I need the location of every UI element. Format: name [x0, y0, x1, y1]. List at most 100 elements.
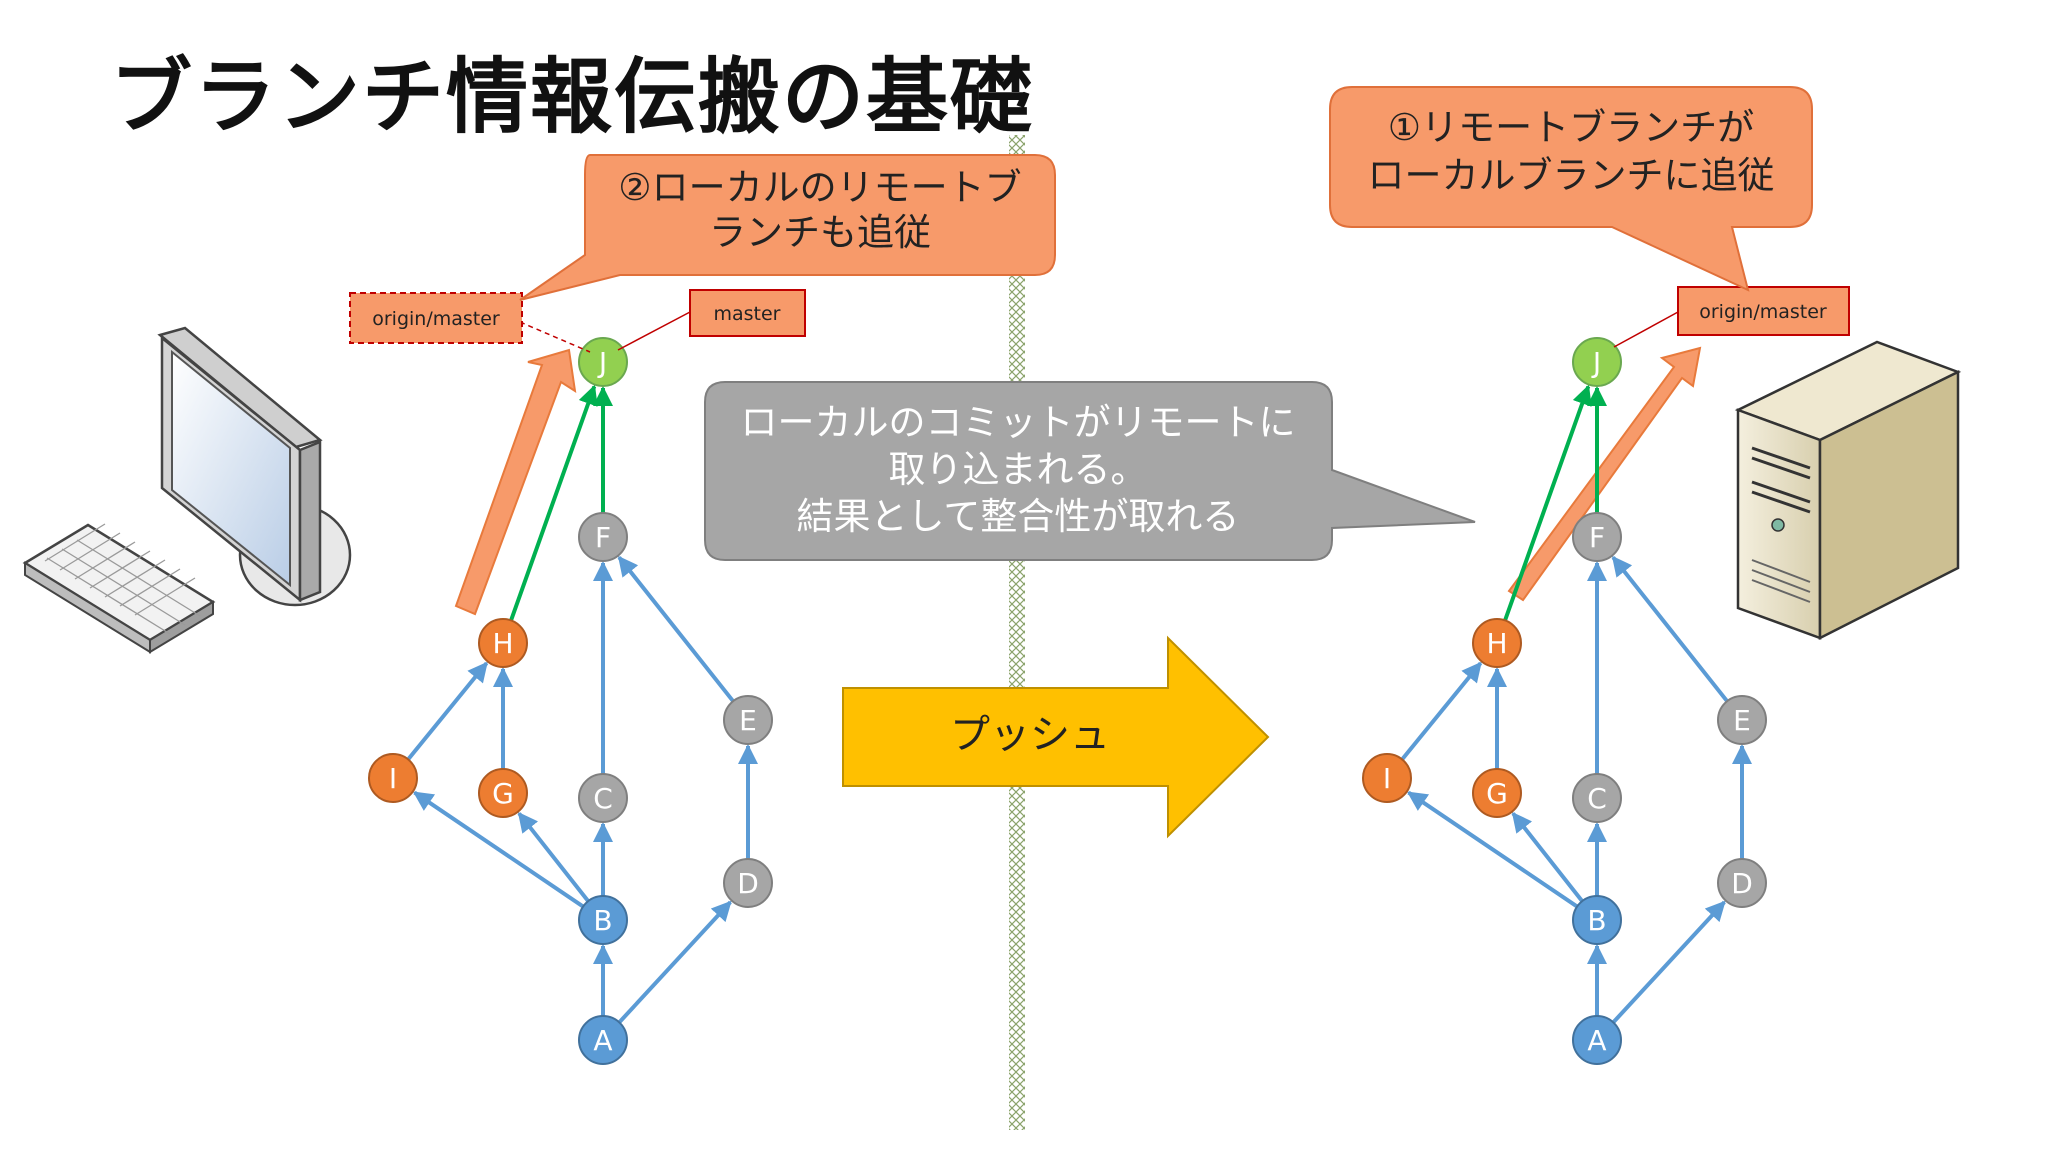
- local-commit-j-circle: [578, 337, 628, 387]
- desktop-computer-icon: [22, 326, 352, 654]
- result-line-3: 結果として整合性が取れる: [797, 495, 1240, 538]
- remote-origin-master-connector: [1613, 311, 1679, 348]
- local-follow-callout: ②ローカルのリモートブ ランチも追従: [519, 154, 1056, 301]
- remote-commit-j-label: J: [1591, 346, 1601, 379]
- local-commit-g: G: [478, 768, 528, 818]
- local-origin-master-connector: [519, 321, 591, 353]
- remote-commit-d: D: [1717, 858, 1767, 908]
- local-commit-f: F: [578, 512, 628, 562]
- local-commit-j-label: J: [597, 346, 607, 379]
- remote-edge-e-to-f: [1611, 555, 1729, 703]
- remote-origin-master-text: origin/master: [1699, 301, 1827, 323]
- remote-follow-callout: ①リモートブランチが ローカルブランチに追従: [1329, 86, 1813, 292]
- remote-commit-a: A: [1572, 1015, 1622, 1065]
- local-commit-c: C: [578, 773, 628, 823]
- local-commit-f-label: F: [595, 521, 611, 554]
- remote-commit-b: B: [1572, 895, 1622, 945]
- remote-origin-follow-arrow: [1507, 346, 1702, 602]
- remote-origin-master-label: [1677, 286, 1850, 336]
- local-commit-d-circle: [723, 858, 773, 908]
- remote-commit-h-label: H: [1486, 627, 1507, 660]
- local-edge-a-to-d: [617, 900, 732, 1024]
- remote-commit-j-circle: [1572, 337, 1622, 387]
- remote-commit-a-label: A: [1587, 1024, 1606, 1057]
- local-edge-e-to-f: [617, 555, 735, 703]
- local-commit-c-circle: [578, 773, 628, 823]
- remote-follow-line-1: ①リモートブランチが: [1388, 106, 1754, 149]
- local-master-label: [689, 289, 806, 337]
- remote-commit-d-label: D: [1731, 867, 1753, 900]
- local-commit-g-label: G: [492, 777, 514, 810]
- local-commit-i: I: [368, 753, 418, 803]
- remote-commit-g-label: G: [1486, 777, 1508, 810]
- remote-commit-b-circle: [1572, 895, 1622, 945]
- local-commit-b-circle: [578, 895, 628, 945]
- local-commit-e-label: E: [739, 704, 757, 737]
- local-commit-e: E: [723, 695, 773, 745]
- local-origin-master-label: [349, 292, 523, 344]
- local-origin-master-text: origin/master: [372, 308, 500, 330]
- local-edge-i-to-h: [406, 661, 489, 761]
- result-line-2: 取り込まれる。: [889, 448, 1148, 491]
- result-callout: ローカルのコミットがリモートに 取り込まれる。 結果として整合性が取れる: [704, 381, 1476, 561]
- remote-commit-f-circle: [1572, 512, 1622, 562]
- remote-commit-h-circle: [1472, 618, 1522, 668]
- remote-commit-j: J: [1572, 337, 1622, 387]
- remote-commit-e: E: [1717, 695, 1767, 745]
- push-arrow-label: プッシュ: [950, 712, 1110, 758]
- remote-edge-i-to-h: [1400, 661, 1483, 761]
- local-commit-f-circle: [578, 512, 628, 562]
- local-commit-b: B: [578, 895, 628, 945]
- slide-title: ブランチ情報伝搬の基礎: [110, 50, 1035, 145]
- local-commit-a-circle: [578, 1015, 628, 1065]
- remote-follow-line-2: ローカルブランチに追従: [1368, 154, 1775, 197]
- remote-commit-e-label: E: [1733, 704, 1751, 737]
- local-commit-j: J: [578, 337, 628, 387]
- remote-commit-f-label: F: [1589, 521, 1605, 554]
- remote-commit-c-circle: [1572, 773, 1622, 823]
- local-edge-b-to-g: [517, 811, 590, 903]
- local-commit-b-label: B: [593, 904, 612, 937]
- local-follow-line-2: ランチも追従: [709, 211, 931, 254]
- remote-commit-h: H: [1472, 618, 1522, 668]
- remote-commit-c-label: C: [1587, 782, 1607, 815]
- local-commit-a: A: [578, 1015, 628, 1065]
- local-commit-h-circle: [478, 618, 528, 668]
- remote-commit-i-circle: [1362, 753, 1412, 803]
- local-origin-follow-arrow: [454, 348, 577, 616]
- commit-edges: [406, 384, 1752, 1024]
- remote-commit-e-circle: [1717, 695, 1767, 745]
- remote-commit-f: F: [1572, 512, 1622, 562]
- local-commit-e-circle: [723, 695, 773, 745]
- local-commit-d-label: D: [737, 867, 759, 900]
- local-commit-a-label: A: [593, 1024, 612, 1057]
- remote-commit-i: I: [1362, 753, 1412, 803]
- local-follow-line-1: ②ローカルのリモートブ: [618, 166, 1021, 209]
- server-tower-icon: [1734, 340, 1962, 641]
- remote-commit-g: G: [1472, 768, 1522, 818]
- remote-edge-h-to-j: [1503, 384, 1592, 622]
- local-commit-i-label: I: [389, 762, 397, 795]
- push-arrow: プッシュ: [842, 635, 1270, 839]
- local-edge-h-to-j: [509, 384, 598, 622]
- local-edge-b-to-i: [412, 790, 585, 909]
- local-commit-i-circle: [368, 753, 418, 803]
- remote-commit-g-circle: [1472, 768, 1522, 818]
- result-line-1: ローカルのコミットがリモートに: [741, 401, 1296, 444]
- network-divider: [1009, 135, 1025, 1130]
- local-commit-g-circle: [478, 768, 528, 818]
- local-commit-h-label: H: [492, 627, 513, 660]
- local-master-connector: [617, 311, 691, 351]
- remote-edge-b-to-i: [1406, 790, 1579, 909]
- remote-edge-b-to-g: [1511, 811, 1584, 903]
- remote-commit-c: C: [1572, 773, 1622, 823]
- local-commit-c-label: C: [593, 782, 613, 815]
- remote-commit-b-label: B: [1587, 904, 1606, 937]
- commit-nodes: A B C D E F G H I J A B C D E F G H I J: [368, 337, 1767, 1065]
- remote-edge-a-to-d: [1611, 900, 1726, 1024]
- local-commit-d: D: [723, 858, 773, 908]
- remote-commit-a-circle: [1572, 1015, 1622, 1065]
- local-commit-h: H: [478, 618, 528, 668]
- remote-commit-d-circle: [1717, 858, 1767, 908]
